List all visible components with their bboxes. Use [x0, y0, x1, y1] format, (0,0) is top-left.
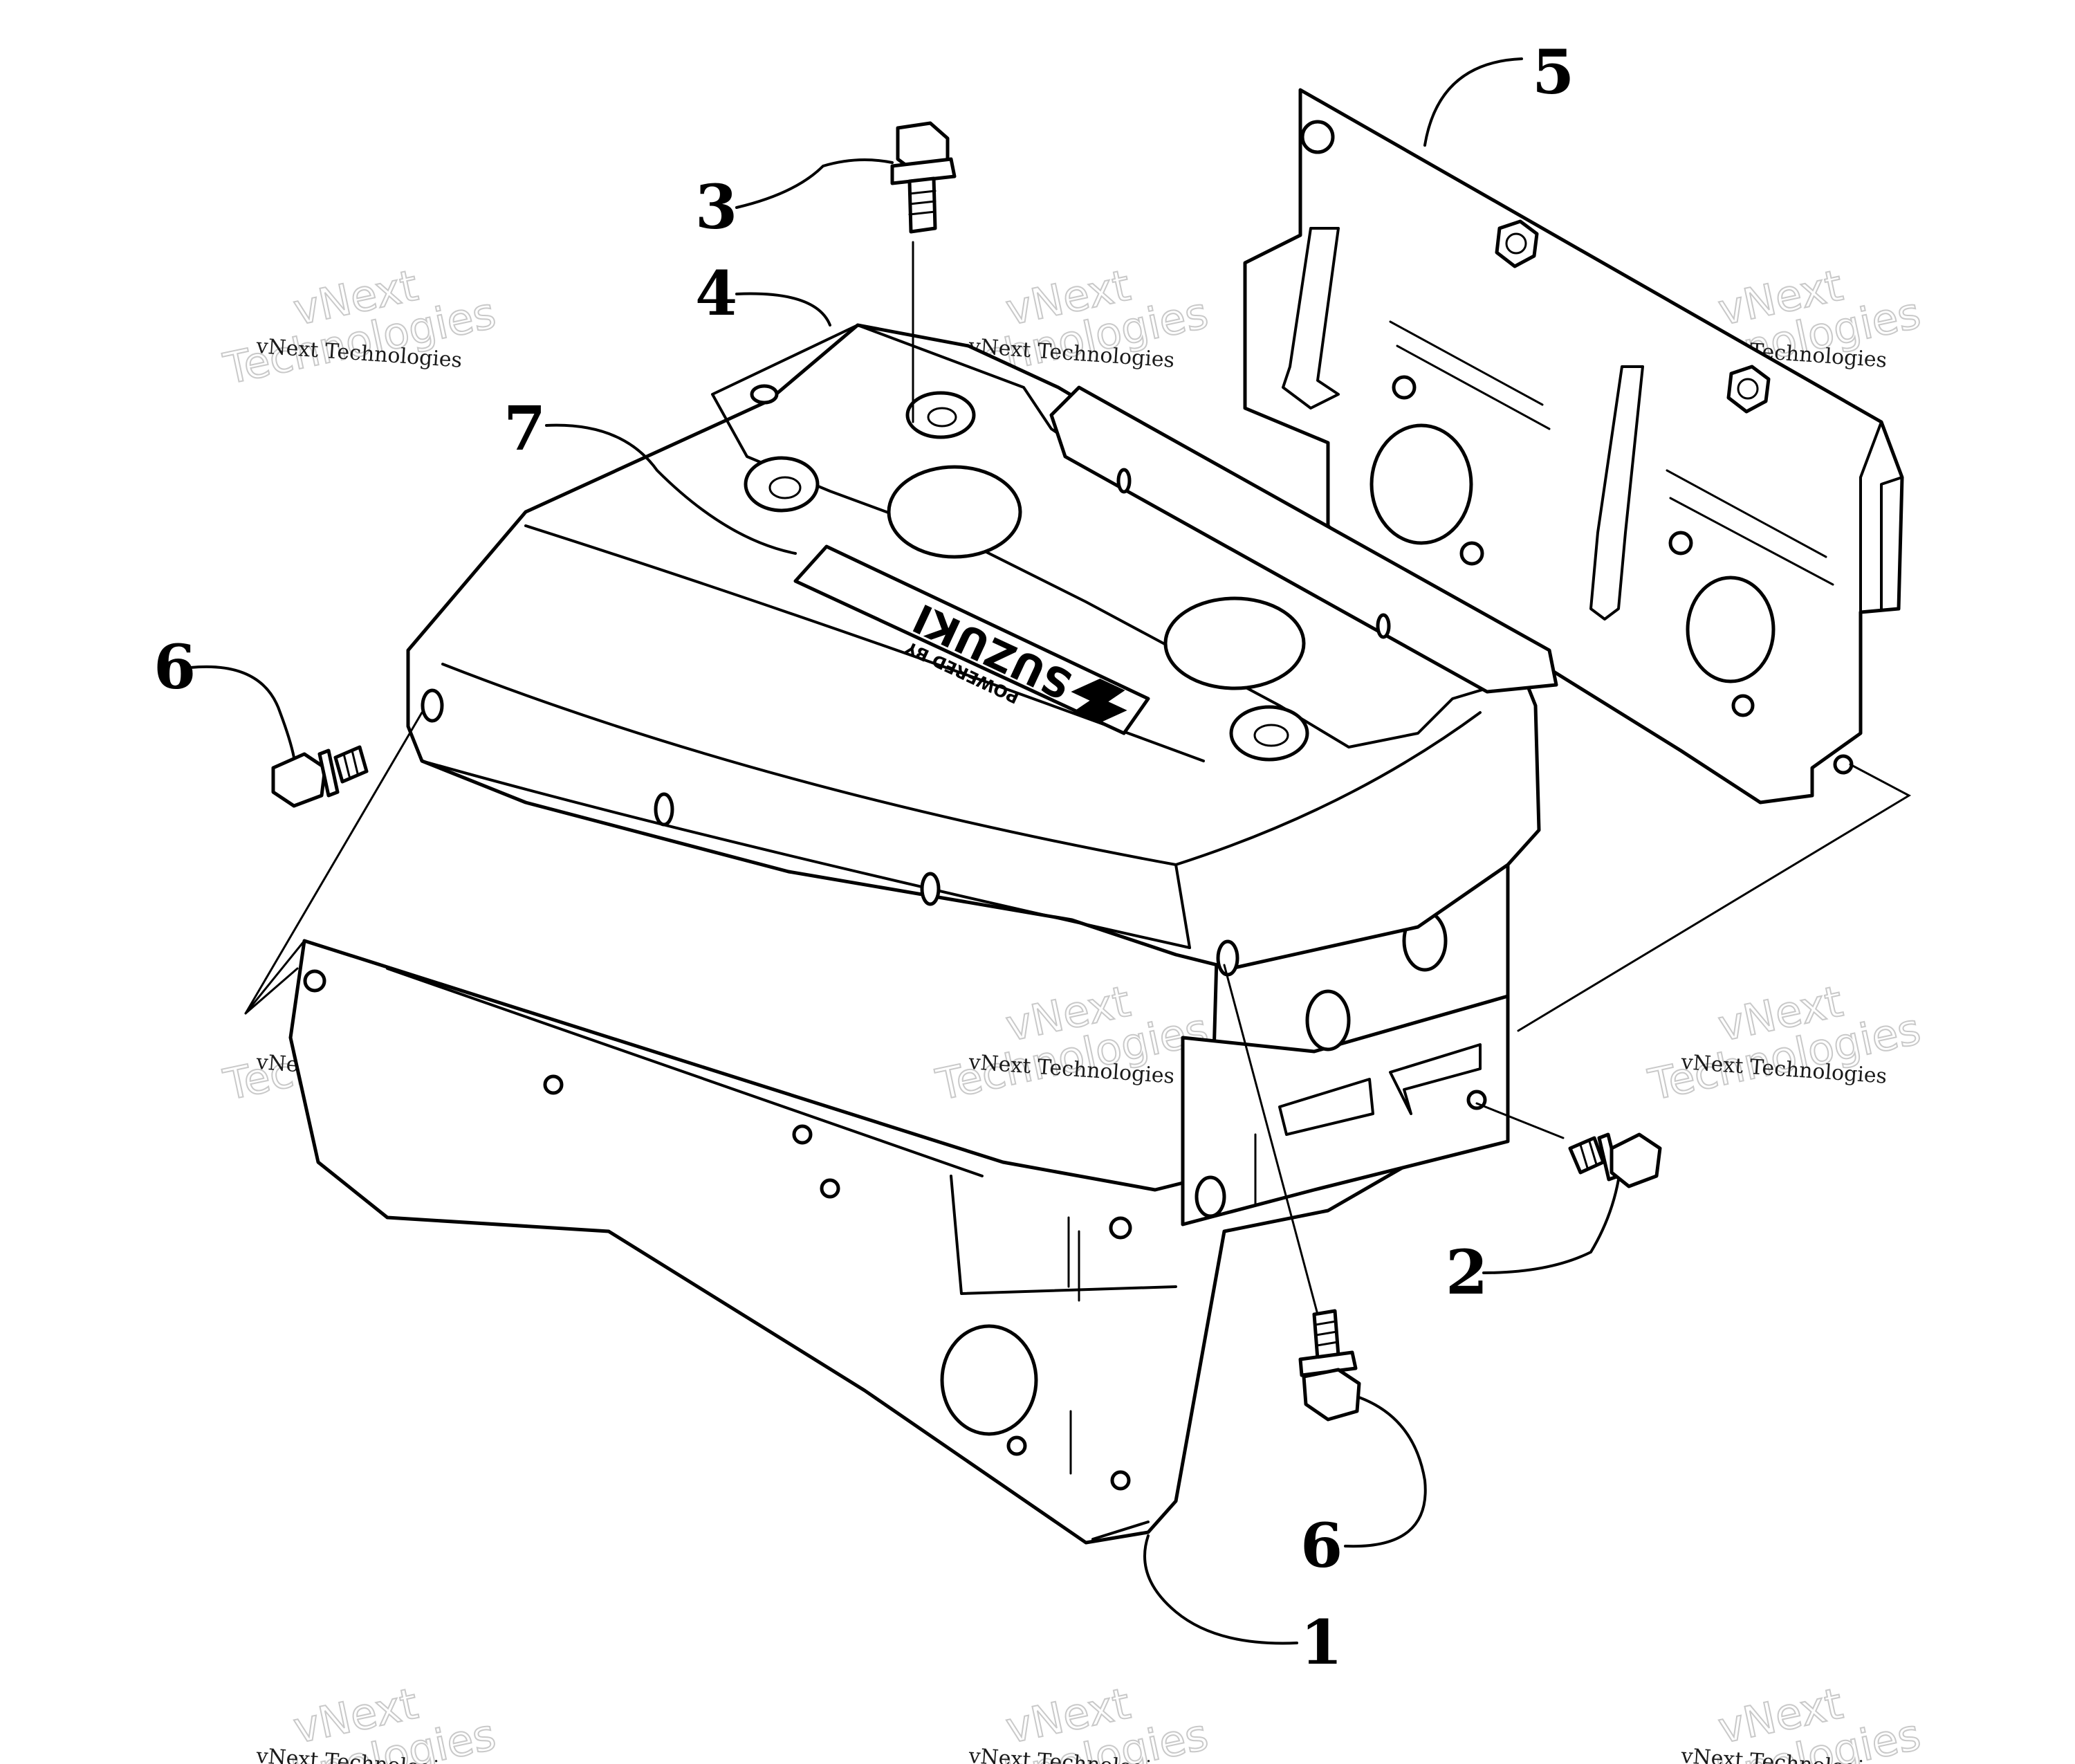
watermark-bottom-center: Technologies vNext vNext Technologies: [931, 1678, 1213, 1764]
port-hole: [1370, 423, 1473, 545]
part-5-rear-plate: [1243, 88, 1904, 805]
callouts: 5 3 4 7 6 2 6 1: [154, 36, 1574, 1678]
mount-boss: [905, 391, 976, 439]
callout-4: 4: [695, 257, 737, 329]
callout-5: 5: [1532, 36, 1574, 108]
spark-plug-opening: [887, 465, 1022, 559]
part-6-bolt-left: [271, 745, 369, 808]
callout-1: 1: [1300, 1606, 1343, 1678]
assembly-lines: [244, 241, 1912, 1316]
callout-7: 7: [504, 392, 546, 464]
watermark-bottom-right: Technologies vNext vNext Technologies: [1643, 1678, 1926, 1764]
watermark-bottom-left: Technologies vNext vNext Technologies: [219, 1678, 501, 1764]
mount-hole: [1300, 120, 1335, 154]
callout-6-left: 6: [154, 631, 196, 703]
watermark-top-left: Technologies vNext vNext Technologies: [219, 259, 501, 395]
part-4-engine-cover: SUZUKI POWERED BY: [406, 323, 1558, 977]
part-6-bolt-bottom: [1298, 1309, 1361, 1422]
callout-6-bottom: 6: [1300, 1509, 1343, 1581]
mount-boss: [744, 456, 820, 513]
port-hole: [940, 1324, 1038, 1436]
hex-nut: [1726, 365, 1771, 414]
watermark-middle-center: Technologies vNext vNext Technologies: [931, 975, 1213, 1111]
callout-3: 3: [695, 171, 737, 243]
hex-nut: [1495, 219, 1539, 268]
watermark-middle-right: Technologies vNext vNext Technologies: [1643, 975, 1926, 1111]
part-2-bolt: [1568, 1132, 1662, 1188]
suzuki-s-icon: [1071, 678, 1127, 724]
callout-2: 2: [1446, 1236, 1488, 1308]
part-1-lower-housing: [288, 828, 1510, 1545]
mount-boss: [1305, 989, 1351, 1051]
spark-plug-opening: [1163, 596, 1306, 690]
leader-lines: [189, 57, 1620, 1645]
port-hole: [1686, 576, 1776, 683]
mount-boss: [1229, 705, 1309, 762]
part-3-bolt: [890, 121, 957, 234]
